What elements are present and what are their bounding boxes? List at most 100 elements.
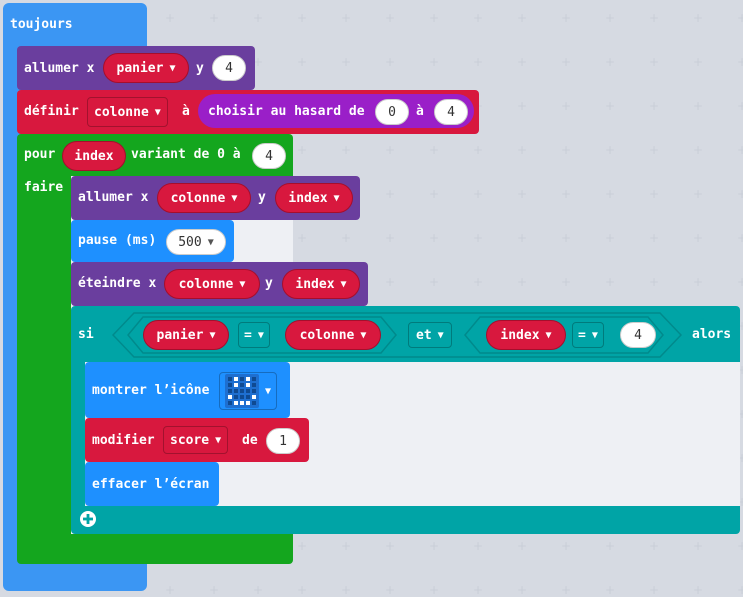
to-label: à xyxy=(182,104,190,119)
grid-plus-mark: + xyxy=(473,231,484,245)
led-pixel xyxy=(228,401,232,405)
pause-dropdown[interactable]: 500▼ xyxy=(166,229,226,255)
grid-plus-mark: + xyxy=(385,55,396,69)
led-pixel xyxy=(252,377,256,381)
grid-plus-mark: + xyxy=(605,583,616,597)
led-pixel xyxy=(234,395,238,399)
caret-down-icon: ▼ xyxy=(340,278,347,290)
loop-var-index[interactable]: index xyxy=(62,141,126,171)
var-dropdown-index-2[interactable]: index▼ xyxy=(282,269,360,299)
grid-plus-mark: + xyxy=(649,99,660,113)
random-to-input[interactable]: 4 xyxy=(434,99,468,125)
number-input[interactable]: 4 xyxy=(212,55,246,81)
loop-to-input[interactable]: 4 xyxy=(252,143,286,169)
grid-plus-mark: + xyxy=(561,187,572,201)
op-symbol: = xyxy=(578,327,586,343)
grid-plus-mark: + xyxy=(429,11,440,25)
do-label: faire xyxy=(24,180,64,195)
grid-plus-mark: + xyxy=(737,363,743,377)
var-dropdown-colonne-2[interactable]: colonne▼ xyxy=(157,183,251,213)
grid-plus-mark: + xyxy=(385,143,396,157)
caret-down-icon: ▼ xyxy=(231,192,238,204)
icon-dropdown[interactable]: ▼ xyxy=(219,372,278,410)
grid-plus-mark: + xyxy=(649,583,660,597)
var-name: colonne xyxy=(178,276,234,292)
grid-plus-mark: + xyxy=(737,187,743,201)
grid-plus-mark: + xyxy=(429,539,440,553)
var-dropdown-index[interactable]: index▼ xyxy=(275,183,353,213)
grid-plus-mark: + xyxy=(341,539,352,553)
caret-down-icon: ▼ xyxy=(154,106,161,118)
grid-plus-mark: + xyxy=(297,583,308,597)
clear-screen-block[interactable] xyxy=(85,462,219,506)
grid-plus-mark: + xyxy=(693,231,704,245)
grid-plus-mark: + xyxy=(473,187,484,201)
random-block[interactable]: choisir au hasard de xyxy=(198,94,474,128)
grid-plus-mark: + xyxy=(297,539,308,553)
grid-plus-mark: + xyxy=(517,275,528,289)
led-pixel xyxy=(240,401,244,405)
grid-plus-mark: + xyxy=(605,231,616,245)
logic-op-dropdown[interactable]: et▼ xyxy=(408,322,452,348)
led-pixel xyxy=(228,389,232,393)
var-dropdown-score[interactable]: score▼ xyxy=(163,426,229,454)
for-label: pour xyxy=(24,147,56,162)
grid-plus-mark: + xyxy=(341,55,352,69)
grid-plus-mark: + xyxy=(737,495,743,509)
grid-plus-mark: + xyxy=(649,143,660,157)
grid-plus-mark: + xyxy=(693,143,704,157)
show-icon-label: montrer l’icône xyxy=(92,383,210,398)
random-to-label: à xyxy=(416,104,424,119)
grid-plus-mark: + xyxy=(649,275,660,289)
grid-plus-mark: + xyxy=(737,319,743,333)
grid-plus-mark: + xyxy=(737,539,743,553)
then-label: alors xyxy=(692,327,732,342)
unplot-label: éteindre x xyxy=(78,276,157,291)
grid-plus-mark: + xyxy=(517,231,528,245)
grid-plus-mark: + xyxy=(737,143,743,157)
var-dropdown-colonne-3[interactable]: colonne▼ xyxy=(164,269,260,299)
grid-plus-mark: + xyxy=(341,143,352,157)
grid-plus-mark: + xyxy=(165,11,176,25)
plot-label: allumer x xyxy=(24,61,95,76)
grid-plus-mark: + xyxy=(385,583,396,597)
var-dropdown-panier[interactable]: panier▼ xyxy=(103,53,189,83)
change-value-input[interactable]: 1 xyxy=(266,428,300,454)
grid-plus-mark: + xyxy=(693,55,704,69)
cond-var-index[interactable]: index▼ xyxy=(486,320,566,350)
if-label: si xyxy=(78,327,94,342)
var-dropdown-colonne[interactable]: colonne▼ xyxy=(87,97,168,127)
cond-var-panier[interactable]: panier▼ xyxy=(143,320,229,350)
grid-plus-mark: + xyxy=(737,55,743,69)
grid-plus-mark: + xyxy=(253,55,264,69)
grid-plus-mark: + xyxy=(341,11,352,25)
grid-plus-mark: + xyxy=(561,583,572,597)
grid-plus-mark: + xyxy=(605,539,616,553)
grid-plus-mark: + xyxy=(561,99,572,113)
forever-label: toujours xyxy=(10,17,73,32)
op-symbol: = xyxy=(244,327,252,343)
compare-op-dropdown-2[interactable]: =▼ xyxy=(572,322,604,348)
led-pixel xyxy=(240,383,244,387)
led-pixel xyxy=(228,395,232,399)
grid-plus-mark: + xyxy=(429,55,440,69)
grid-plus-mark: + xyxy=(517,143,528,157)
led-pixel xyxy=(228,383,232,387)
grid-plus-mark: + xyxy=(561,55,572,69)
led-pixel xyxy=(252,383,256,387)
grid-plus-mark: + xyxy=(605,143,616,157)
led-grid-icon xyxy=(225,374,259,408)
grid-plus-mark: + xyxy=(473,143,484,157)
led-pixel xyxy=(234,377,238,381)
grid-plus-mark: + xyxy=(561,275,572,289)
grid-plus-mark: + xyxy=(737,407,743,421)
led-pixel xyxy=(246,395,250,399)
cond-var-colonne[interactable]: colonne▼ xyxy=(285,320,381,350)
grid-plus-mark: + xyxy=(693,11,704,25)
random-from-input[interactable]: 0 xyxy=(375,99,409,125)
grid-plus-mark: + xyxy=(517,99,528,113)
grid-plus-mark: + xyxy=(517,11,528,25)
compare-op-dropdown-1[interactable]: =▼ xyxy=(238,322,270,348)
add-circle-icon[interactable] xyxy=(79,510,97,528)
compare-value-input[interactable]: 4 xyxy=(620,322,656,348)
